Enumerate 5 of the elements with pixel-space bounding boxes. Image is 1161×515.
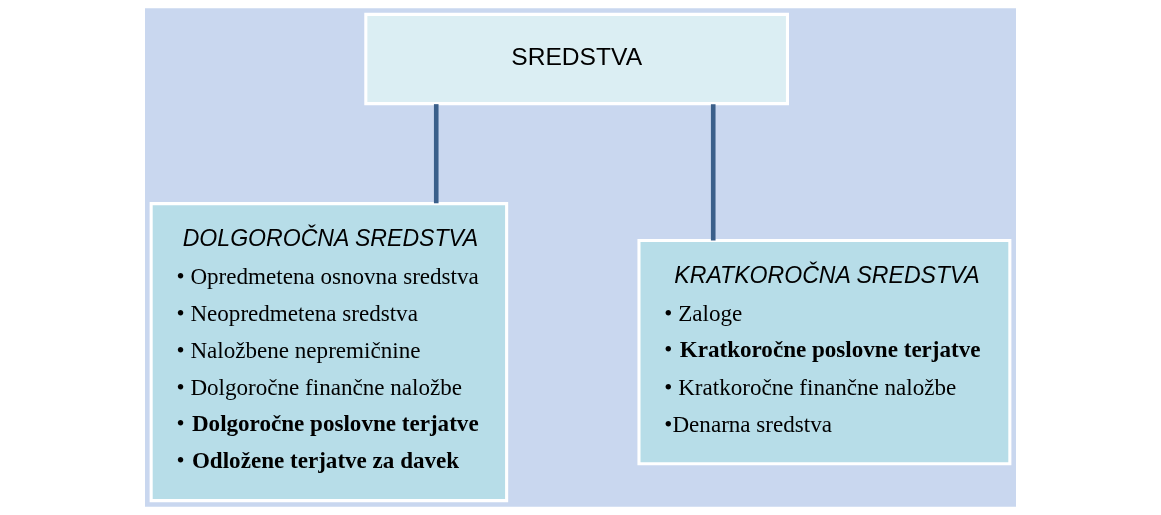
connector <box>710 104 716 241</box>
node-box: KRATKOROČNA SREDSTVA • Zaloge • Kratkoročne poslovne terjatve • Kratkoročne finančne naložbe •Denarna sredstva <box>637 239 1012 466</box>
connector <box>433 104 439 204</box>
node-box: DOLGOROČNA SREDSTVA • Opredmetena osnovna sredstva • Neopredmetena sredstva • Naložbene nepremičnine • Dolgoročne finančne naložbe • Dolgoročne poslovne terjatve • Odložene terjatve za davek <box>149 202 509 503</box>
node-box: SREDSTVA <box>364 12 789 106</box>
